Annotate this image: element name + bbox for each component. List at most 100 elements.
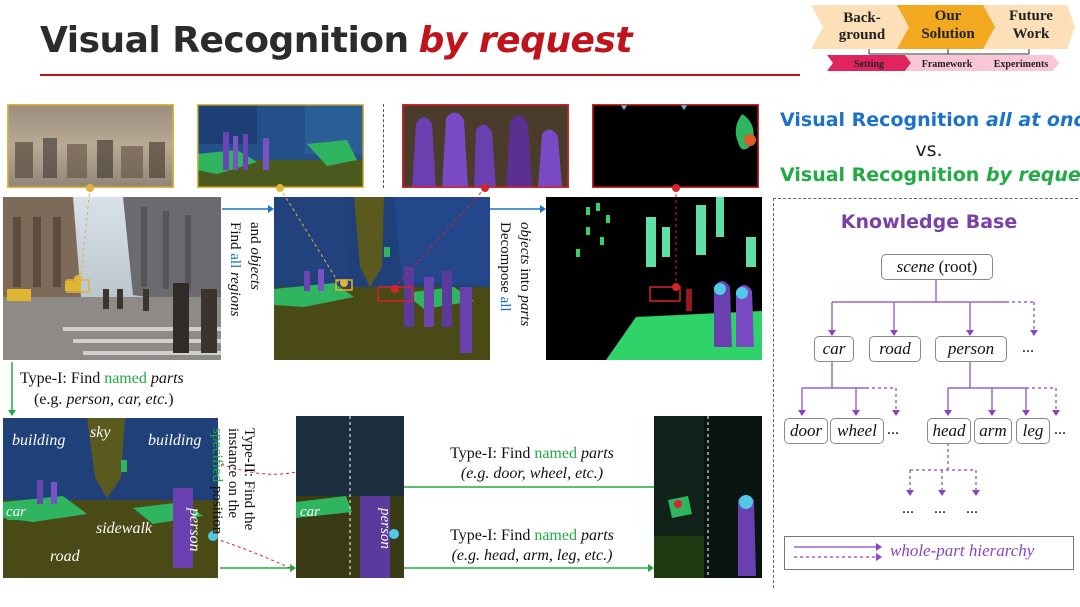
comparison-italic-1: all at once xyxy=(985,109,1080,131)
kb-separator-v xyxy=(773,198,774,588)
nav-step-label: Work xyxy=(1013,26,1050,42)
nav-sub-setting[interactable] xyxy=(827,55,911,71)
type2-label-3: specified position xyxy=(208,428,225,588)
labeled-segmentation xyxy=(3,418,218,578)
seg-label-building1: building xyxy=(12,432,66,449)
nav-sub-label: Framework xyxy=(922,59,973,70)
kb-ellipsis-head-1: ... xyxy=(902,500,914,517)
nav-step-our-solution[interactable] xyxy=(897,5,999,49)
kb-node-head: head xyxy=(927,418,971,444)
find-all-c: regions xyxy=(227,268,243,317)
kb-node-scene: scene (root) xyxy=(881,254,993,280)
type1-person-b: named xyxy=(534,527,577,544)
nav-sub-experiments[interactable] xyxy=(983,55,1059,71)
kb-node-person: person xyxy=(935,336,1007,362)
nav-sub-label: Setting xyxy=(854,59,884,70)
kb-legend xyxy=(784,536,1074,570)
type2-label-2: instance on the xyxy=(225,428,241,518)
decompose-b: all xyxy=(497,296,513,312)
find-all-e: objects xyxy=(247,247,263,290)
type1-example: (e.g. person, car, etc.) xyxy=(34,391,174,409)
find-all-d: and xyxy=(247,222,263,248)
title-underline xyxy=(40,74,800,76)
decompose-label: Decompose all xyxy=(496,222,513,362)
decompose-label-2: objects into parts xyxy=(516,222,533,362)
thumbnail-segmentation-crop xyxy=(197,104,364,188)
parts-crop xyxy=(654,416,762,578)
kb-tree-lines xyxy=(798,279,1060,496)
nav-step-label: Our xyxy=(935,8,962,24)
instance-label-car: car xyxy=(300,504,320,520)
thumbnail-person-crop xyxy=(402,104,569,188)
kb-ellipsis-person: ... xyxy=(1054,421,1066,438)
kb-node-car: car xyxy=(814,336,854,362)
kb-legend-label: whole-part hierarchy xyxy=(890,541,1035,560)
find-all-b: all xyxy=(227,253,243,269)
nav-step-label: Solution xyxy=(921,26,975,42)
comparison-italic-2: by request xyxy=(985,164,1080,186)
nav-sub-framework[interactable] xyxy=(905,55,989,71)
decompose-c: objects xyxy=(517,222,533,265)
decompose-e: parts xyxy=(517,295,533,327)
parts-map xyxy=(546,197,762,360)
seg-label-car: car xyxy=(6,504,26,520)
type1-eg-a: (e.g. xyxy=(34,391,67,408)
comparison-vs: vs. xyxy=(915,139,943,161)
type1-b: named xyxy=(104,370,147,387)
kb-root-italic: scene xyxy=(896,257,935,276)
type1-eg-c: ) xyxy=(168,391,174,408)
kb-legend-arrows xyxy=(794,543,882,561)
type1-person-example: (e.g. head, arm, leg, etc.) xyxy=(451,547,613,564)
type1-car-b: named xyxy=(534,445,577,462)
kb-node-arm: arm xyxy=(974,418,1012,444)
type1-label: Type-I: Find named parts xyxy=(20,370,184,388)
thumbnail-divider xyxy=(383,104,384,188)
kb-ellipsis-level1: ... xyxy=(1022,339,1034,356)
type1-car-label: Type-I: Find named parts xyxy=(412,445,652,463)
comparison-line-2: Visual Recognition by request xyxy=(780,164,1080,186)
find-all-label: Find all regions xyxy=(226,222,243,342)
instance-label-person: person xyxy=(377,508,393,549)
seg-label-person: person xyxy=(186,508,203,552)
decompose-d: into xyxy=(517,264,533,296)
kb-node-leg: leg xyxy=(1016,418,1050,444)
title-main: Visual Recognition xyxy=(40,20,409,61)
street-photo xyxy=(3,197,221,360)
nav-step-future-work[interactable] xyxy=(983,5,1075,49)
seg-label-sidewalk: sidewalk xyxy=(96,520,152,537)
type2-d: position xyxy=(209,482,225,535)
type2-label-1: Type-II: Find the xyxy=(241,428,257,531)
kb-ellipsis-car: ... xyxy=(887,421,899,438)
kb-separator-h xyxy=(773,198,1078,199)
nav-step-label: Future xyxy=(1009,8,1053,24)
seg-label-building2: building xyxy=(148,432,202,449)
kb-ellipsis-head-2: ... xyxy=(934,500,946,517)
thumbnail-blurred-crop xyxy=(7,104,174,188)
comparison-plain-1: Visual Recognition xyxy=(780,109,986,131)
find-all-label-2: and objects xyxy=(246,222,263,342)
kb-node-door: door xyxy=(784,418,828,444)
thumbnail-parts-crop xyxy=(592,104,759,188)
type1-eg-b: person, car, etc. xyxy=(66,391,169,408)
nav-breadcrumb: Back- ground Our Solution Future Work Se… xyxy=(811,5,1075,71)
type1-car-example: (e.g. door, wheel, etc.) xyxy=(460,465,604,482)
type1-c: parts xyxy=(150,370,184,387)
type2-c: specified xyxy=(209,428,225,483)
type1-person-a: Type-I: Find xyxy=(450,527,535,544)
find-all-a: Find xyxy=(227,222,243,254)
kb-root-plain: (root) xyxy=(934,257,978,276)
seg-label-road: road xyxy=(50,548,80,565)
nav-step-label: Back- xyxy=(843,10,881,26)
kb-title: Knowledge Base xyxy=(840,211,1018,233)
seg-label-sky: sky xyxy=(90,424,111,441)
title-accent: by request xyxy=(418,20,633,61)
decompose-a: Decompose xyxy=(497,222,513,297)
type1-person-c: parts xyxy=(580,527,614,544)
type1-person-label: Type-I: Find named parts xyxy=(412,527,652,545)
kb-node-road: road xyxy=(869,336,921,362)
nav-step-background[interactable] xyxy=(811,5,913,49)
type1-car-a: Type-I: Find xyxy=(450,445,535,462)
segmentation-map xyxy=(274,197,490,360)
type1-a: Type-I: Find xyxy=(20,370,105,387)
